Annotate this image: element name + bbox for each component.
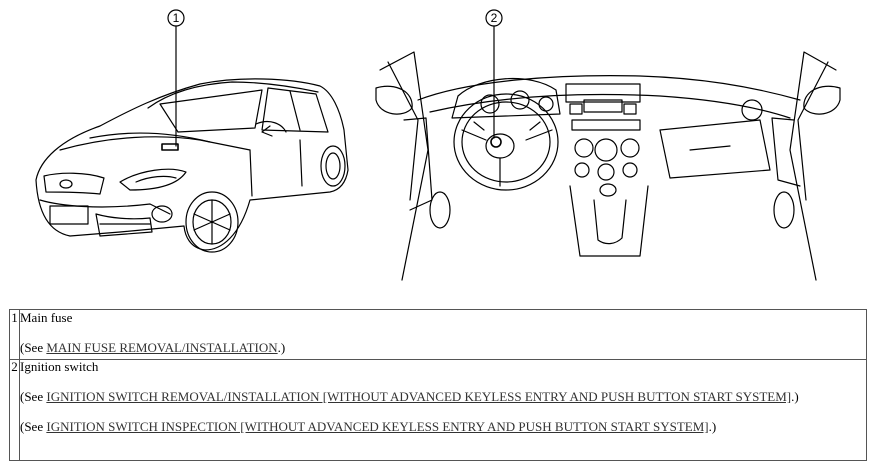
component-table: 1 Main fuse (See MAIN FUSE REMOVAL/INSTA… (9, 309, 867, 461)
reference-line: (See MAIN FUSE REMOVAL/INSTALLATION.) (20, 340, 286, 355)
car-drawing (35, 78, 349, 253)
row-number: 1 (10, 310, 20, 359)
reference-line: (See IGNITION SWITCH REMOVAL/INSTALLATIO… (20, 389, 799, 404)
row-content: Main fuse (See MAIN FUSE REMOVAL/INSTALL… (20, 310, 862, 355)
dashboard-drawing (375, 51, 841, 281)
main-fuse-removal-link[interactable]: MAIN FUSE REMOVAL/INSTALLATION (46, 340, 278, 355)
component-location-illustration: 1 2 (35, 9, 841, 281)
ignition-switch-removal-link[interactable]: IGNITION SWITCH REMOVAL/INSTALLATION [WI… (46, 389, 792, 404)
table-row: 2 Ignition switch (See IGNITION SWITCH R… (10, 359, 866, 460)
reference-line: (See IGNITION SWITCH INSPECTION [WITHOUT… (20, 419, 717, 434)
table-row: 1 Main fuse (See MAIN FUSE REMOVAL/INSTA… (10, 310, 866, 360)
callout-2-label: 2 (491, 11, 498, 25)
row-content: Ignition switch (See IGNITION SWITCH REM… (20, 359, 862, 434)
component-name: Ignition switch (20, 359, 99, 374)
row-number: 2 (10, 359, 20, 460)
ignition-switch-inspection-link[interactable]: IGNITION SWITCH INSPECTION [WITHOUT ADVA… (46, 419, 709, 434)
callout-1-label: 1 (173, 11, 180, 25)
component-name: Main fuse (20, 310, 73, 325)
